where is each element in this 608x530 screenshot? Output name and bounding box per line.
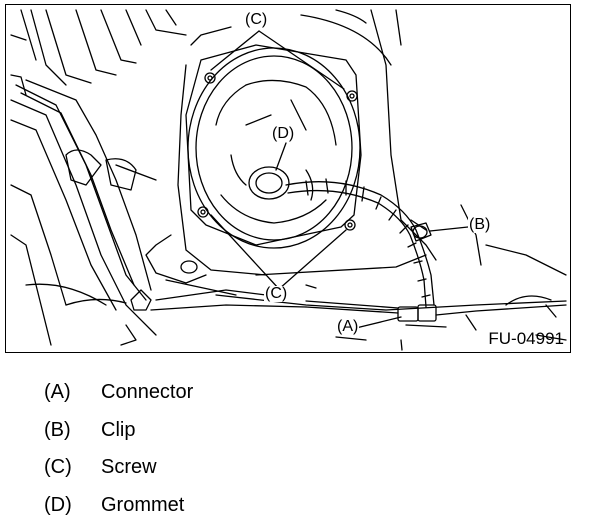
legend-letter: (B) (44, 418, 71, 442)
legend: (A) Connector (B) Clip (C) Screw (D) Gro… (44, 380, 444, 530)
legend-item-screw: (C) Screw (44, 455, 444, 493)
legend-text: Screw (101, 455, 157, 479)
speaker-illustration (6, 5, 571, 353)
speaker (186, 45, 361, 248)
legend-item-clip: (B) Clip (44, 418, 444, 456)
legend-text: Clip (101, 418, 135, 442)
legend-letter: (D) (44, 493, 72, 517)
door-trim-wiring (11, 75, 306, 345)
legend-letter: (C) (44, 455, 72, 479)
wire-harness (286, 179, 566, 321)
legend-text: Connector (101, 380, 193, 404)
figure-id: FU-04991 (488, 330, 564, 348)
callout-connector: (A) (336, 319, 359, 335)
diagram-figure: (C) (D) (B) (C) (A) FU-04991 (5, 4, 571, 353)
legend-item-grommet: (D) Grommet (44, 493, 444, 530)
legend-letter: (A) (44, 380, 71, 404)
callout-screw-bottom: (C) (264, 286, 288, 302)
callout-screw-top: (C) (244, 12, 268, 28)
callout-clip: (B) (468, 217, 491, 233)
legend-item-connector: (A) Connector (44, 380, 444, 418)
callout-grommet: (D) (271, 126, 295, 142)
legend-text: Grommet (101, 493, 184, 517)
